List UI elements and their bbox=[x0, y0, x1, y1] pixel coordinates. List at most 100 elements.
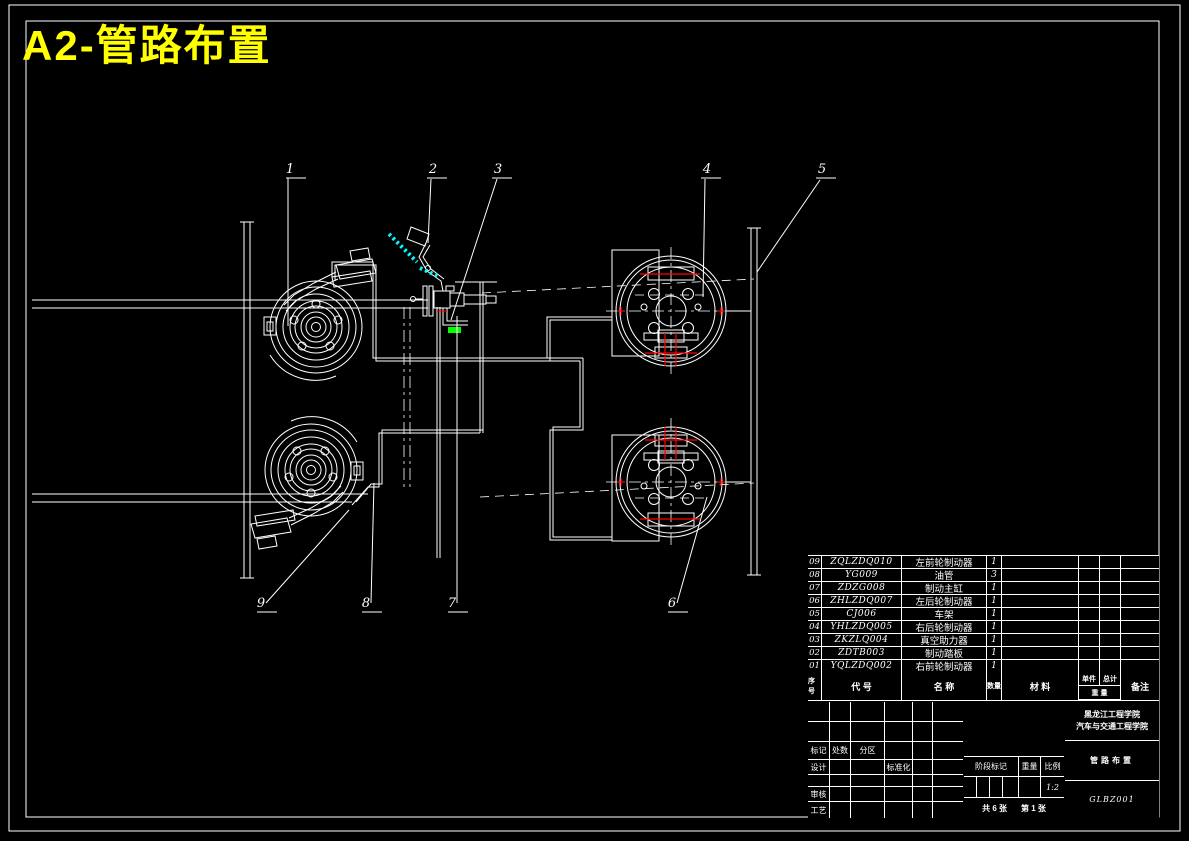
part-code: ZDTB003 bbox=[822, 647, 901, 659]
header-remark: 备注 bbox=[1121, 672, 1159, 700]
part-code: YG009 bbox=[822, 569, 901, 581]
callout-leaders bbox=[257, 177, 836, 613]
part-code: ZDZG008 bbox=[822, 582, 901, 594]
part-qty: 1 bbox=[987, 660, 1001, 672]
parts-row: 06 ZHLZDQ007 左后轮制动器 1 bbox=[808, 595, 1159, 607]
pedal-master-cylinder-assembly bbox=[387, 226, 497, 333]
part-code: ZQLZDQ010 bbox=[822, 556, 901, 568]
sheet-number: 第 1 张 bbox=[1021, 803, 1046, 813]
part-no: 02 bbox=[808, 647, 821, 659]
part-qty: 3 bbox=[987, 569, 1001, 581]
drawing-number: GLBZ001 bbox=[1065, 781, 1159, 818]
part-qty: 1 bbox=[987, 556, 1001, 568]
part-no: 01 bbox=[808, 660, 821, 672]
callout-3: 3 bbox=[493, 162, 503, 177]
part-name: 真空助力器 bbox=[902, 634, 986, 646]
label-design: 设计 bbox=[808, 760, 829, 774]
drive-dash-lines bbox=[479, 278, 755, 498]
label-weight: 重量 bbox=[1019, 757, 1040, 776]
parts-row: 05 CJ006 车架 1 bbox=[808, 608, 1159, 620]
parts-row: 02 ZDTB003 制动踏板 1 bbox=[808, 647, 1159, 659]
title-block: 标记 处数 分区 设计 标准化 审核 bbox=[808, 700, 1159, 818]
part-name: 油管 bbox=[902, 569, 986, 581]
header-no: 序号 bbox=[808, 672, 821, 700]
part-qty: 1 bbox=[987, 608, 1001, 620]
part-no: 08 bbox=[808, 569, 821, 581]
label-check: 审核 bbox=[808, 787, 829, 801]
part-code: YHLZDQ005 bbox=[822, 621, 901, 633]
title-block-identity: 黑龙江工程学院 汽车与交通工程学院 管路布置 GLBZ001 bbox=[1065, 702, 1159, 818]
part-name: 车架 bbox=[902, 608, 986, 620]
parts-row: 07 ZDZG008 制动主缸 1 bbox=[808, 582, 1159, 594]
label-stage-mark: 阶段标记 bbox=[964, 757, 1018, 776]
part-qty: 1 bbox=[987, 634, 1001, 646]
drawing-name: 管路布置 bbox=[1065, 741, 1159, 780]
sheet-title: A2-管路布置 bbox=[22, 22, 272, 69]
parts-row: 08 YG009 油管 3 bbox=[808, 569, 1159, 581]
callout-8: 8 bbox=[361, 596, 371, 611]
department-name: 汽车与交通工程学院 bbox=[1076, 722, 1148, 731]
header-weight: 重 量 bbox=[1079, 686, 1120, 699]
part-name: 左前轮制动器 bbox=[902, 556, 986, 568]
label-mark: 标记 bbox=[808, 742, 829, 759]
label-standardization: 标准化 bbox=[885, 760, 912, 774]
part-no: 05 bbox=[808, 608, 821, 620]
part-no: 07 bbox=[808, 582, 821, 594]
part-code: ZKZLQ004 bbox=[822, 634, 901, 646]
pedal-hatch bbox=[387, 232, 441, 279]
school-name: 黑龙江工程学院 bbox=[1084, 710, 1140, 719]
part-no: 04 bbox=[808, 621, 821, 633]
part-no: 06 bbox=[808, 595, 821, 607]
front-left-brake bbox=[263, 247, 377, 381]
drum-mount-boxes bbox=[611, 249, 660, 542]
title-block-stage-grid: 阶段标记 重量 比例 1:2 共 6 张 第 1 张 bbox=[964, 702, 1064, 818]
part-name: 制动主缸 bbox=[902, 582, 986, 594]
callout-9: 9 bbox=[256, 596, 266, 611]
parts-row: 04 YHLZDQ005 右后轮制动器 1 bbox=[808, 621, 1159, 633]
part-qty: 1 bbox=[987, 647, 1001, 659]
organization-block: 黑龙江工程学院 汽车与交通工程学院 bbox=[1065, 702, 1159, 740]
label-scale: 比例 bbox=[1041, 757, 1064, 776]
header-weight-group: 单件 总计 重 量 bbox=[1079, 672, 1120, 700]
parts-row: 01 YQLZDQ002 右前轮制动器 1 bbox=[808, 660, 1159, 672]
label-changes: 处数 bbox=[830, 742, 850, 759]
label-zone: 分区 bbox=[851, 742, 884, 759]
header-unit-weight: 单件 bbox=[1079, 672, 1099, 685]
part-qty: 1 bbox=[987, 582, 1001, 594]
callout-5: 5 bbox=[817, 162, 827, 177]
front-right-brake bbox=[250, 416, 364, 550]
callout-7: 7 bbox=[447, 596, 457, 611]
callout-2: 2 bbox=[428, 162, 438, 177]
callout-1: 1 bbox=[285, 162, 295, 177]
axle-rods bbox=[32, 299, 751, 503]
part-qty: 1 bbox=[987, 595, 1001, 607]
parts-table: 09 ZQLZDQ010 左前轮制动器 1 08 YG009 油管 3 07 Z… bbox=[808, 555, 1159, 672]
parts-table-header: 序号 代 号 名 称 数量 材 料 单件 总计 重 量 备注 bbox=[808, 672, 1159, 700]
part-name: 右后轮制动器 bbox=[902, 621, 986, 633]
brake-pipes bbox=[331, 261, 612, 558]
part-code: CJ006 bbox=[822, 608, 901, 620]
scale-value: 1:2 bbox=[1041, 777, 1064, 797]
part-qty: 1 bbox=[987, 621, 1001, 633]
header-material: 材 料 bbox=[1002, 672, 1078, 700]
sheet-border bbox=[8, 4, 1181, 832]
header-qty: 数量 bbox=[987, 672, 1001, 700]
part-no: 03 bbox=[808, 634, 821, 646]
part-name: 左后轮制动器 bbox=[902, 595, 986, 607]
title-block-signature-grid: 标记 处数 分区 设计 标准化 审核 bbox=[808, 702, 963, 818]
parts-row: 09 ZQLZDQ010 左前轮制动器 1 bbox=[808, 556, 1159, 568]
frame-rails bbox=[240, 221, 761, 579]
green-fitting bbox=[448, 327, 461, 333]
part-name: 右前轮制动器 bbox=[902, 660, 986, 672]
header-name: 名 称 bbox=[902, 672, 986, 700]
sheet-info: 共 6 张 第 1 张 bbox=[964, 798, 1064, 818]
header-total-weight: 总计 bbox=[1100, 672, 1120, 685]
callout-6: 6 bbox=[667, 596, 677, 611]
part-code: YQLZDQ002 bbox=[822, 660, 901, 672]
callout-4: 4 bbox=[702, 162, 712, 177]
part-no: 09 bbox=[808, 556, 821, 568]
parts-row: 03 ZKZLQ004 真空助力器 1 bbox=[808, 634, 1159, 646]
part-name: 制动踏板 bbox=[902, 647, 986, 659]
sheet-total: 共 6 张 bbox=[982, 803, 1007, 813]
